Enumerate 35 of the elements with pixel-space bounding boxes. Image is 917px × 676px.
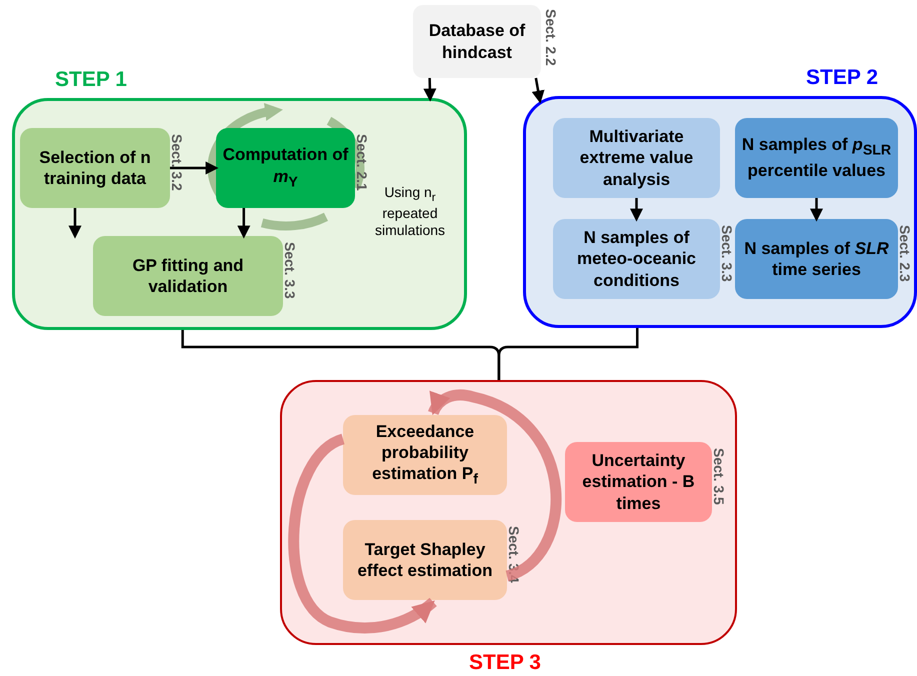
- cycle-arrow: [288, 434, 437, 634]
- section-reference: Sect. 2.1: [354, 134, 370, 191]
- section-reference: Sect. 2.3: [897, 225, 913, 282]
- bracket-line: [498, 328, 638, 380]
- cycle-arrow: [428, 390, 562, 582]
- section-reference: Sect. 2.2: [543, 9, 559, 66]
- section-reference: Sect. 3.3: [719, 225, 735, 282]
- section-reference: Sect. 3.5: [711, 448, 727, 505]
- section-reference: Sect. 3.3: [282, 242, 298, 299]
- arrow: [237, 208, 250, 239]
- box-text: Database of hindcast: [428, 20, 526, 63]
- box-text: Target Shapley effect estimation: [356, 538, 494, 582]
- process-box: [735, 118, 898, 198]
- step-heading: STEP 2: [806, 66, 878, 90]
- box-text: GP fitting and validation: [131, 254, 245, 298]
- arrow: [423, 78, 436, 102]
- step-heading: STEP 3: [469, 651, 541, 675]
- process-box: [343, 415, 507, 495]
- section-reference: Sect. 3.2: [169, 134, 185, 191]
- arrow: [170, 162, 219, 174]
- box-text: N samples of p$_{SLR}$ percentile values: [740, 134, 892, 182]
- arrow: [532, 78, 545, 104]
- process-box: [553, 118, 720, 198]
- box-text: Exceedance probability estimation P$_{f}$: [371, 420, 479, 490]
- box-text: Selection of n training data: [38, 146, 152, 190]
- arrow: [810, 198, 823, 222]
- box-text: Computation of m$_{Y}$: [222, 144, 350, 192]
- arrow: [68, 208, 82, 239]
- box-text: N samples of meteo-oceanic conditions: [576, 227, 698, 291]
- arrow: [630, 198, 643, 222]
- box-text: Multivariate extreme value analysis: [578, 126, 694, 190]
- step-heading: STEP 1: [55, 68, 127, 92]
- section-reference: Sect. 3.4: [506, 526, 522, 583]
- box-text: Uncertainty estimation - B times: [581, 450, 696, 514]
- box-text: N samples of SLR time series: [743, 238, 890, 280]
